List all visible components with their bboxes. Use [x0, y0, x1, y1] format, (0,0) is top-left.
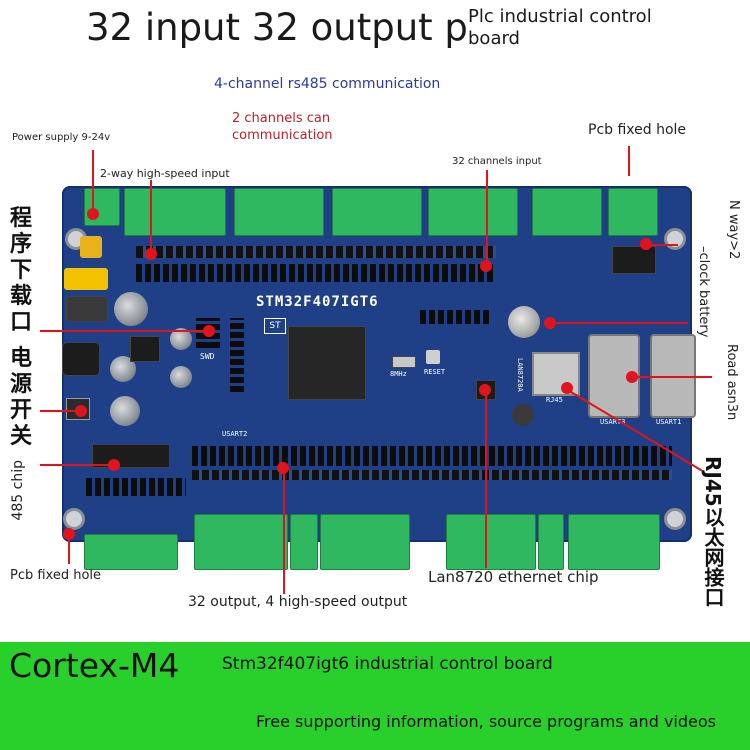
- mount-hole-top-right: [664, 228, 686, 250]
- input-terminal-1: [124, 188, 226, 236]
- power-marker-line: [92, 150, 94, 208]
- output-terminal-4: [446, 514, 536, 570]
- pcb-fixed-hole-bottom-label: Pcb fixed hole: [10, 568, 102, 583]
- db9-marker-dot: [626, 371, 638, 383]
- stm32-mcu: [288, 326, 366, 400]
- battery-marker-dot: [544, 317, 556, 329]
- rj45-silkscreen: RJ45: [546, 396, 563, 404]
- footer-product-name: Stm32f407igt6 industrial control board: [222, 654, 553, 674]
- capacitor-2: [170, 328, 192, 350]
- output-terminal-2: [290, 514, 318, 570]
- output-marker-dot: [277, 462, 289, 474]
- usart2-silkscreen: USART2: [222, 430, 248, 438]
- hole-bottom-marker-dot: [63, 528, 75, 540]
- db9-marker-line: [636, 376, 712, 378]
- output-terminal-3: [320, 514, 410, 570]
- input-marker-dot: [480, 260, 492, 272]
- channels-input-label: 32 channels input: [452, 156, 542, 167]
- swd-silkscreen: SWD: [200, 352, 215, 361]
- output-marker-line: [283, 470, 285, 594]
- lan-marker-line: [485, 392, 487, 568]
- reset-silkscreen: RESET: [424, 368, 446, 376]
- output-label: 32 output, 4 high-speed output: [188, 594, 408, 610]
- voltage-regulator: [130, 336, 160, 362]
- footer-banner: [0, 642, 750, 750]
- lan-chip-silkscreen: LAN8720A: [516, 358, 524, 392]
- hole-top-marker-line: [628, 146, 630, 176]
- output-terminal-5: [538, 514, 564, 570]
- output-led-row: [192, 470, 672, 480]
- rs485-transceiver: [612, 246, 656, 274]
- rs485-terminal-bottom: [84, 534, 178, 570]
- power-switch-label: 电源开关: [10, 346, 33, 449]
- clock-battery: [508, 306, 540, 338]
- rs485-terminal: [608, 188, 658, 236]
- hs-input-marker-line: [150, 180, 152, 250]
- pcb-fixed-hole-top-label: Pcb fixed hole: [588, 122, 687, 138]
- input-led-row: [136, 246, 496, 258]
- program-download-label: 程序下载口: [10, 206, 33, 335]
- crystal-silkscreen: 8MHz: [390, 370, 407, 378]
- mount-hole-bottom-right: [664, 508, 686, 530]
- fuse: [80, 236, 102, 258]
- power-connector: [66, 296, 108, 322]
- output-terminal-1: [194, 514, 288, 570]
- chip485-marker-line: [40, 464, 112, 466]
- footer-cortex-title: Cortex-M4: [9, 646, 180, 685]
- input-terminal-3: [332, 188, 422, 236]
- n-way-label: N way>2: [726, 200, 741, 260]
- capacitor-3: [170, 366, 192, 388]
- page-title: 32 input 32 output p: [86, 6, 468, 49]
- capacitor-5: [110, 396, 140, 426]
- switch-marker-dot: [75, 405, 87, 417]
- output-terminal-6: [568, 514, 660, 570]
- swd-marker-line: [40, 330, 206, 332]
- chip485-marker-dot: [108, 459, 120, 471]
- rs485-marker-dot: [640, 238, 652, 250]
- crystal: [392, 356, 416, 368]
- expansion-header: [420, 310, 490, 324]
- mcu-silkscreen: STM32F407IGT6: [256, 294, 379, 310]
- capacitor-1: [114, 292, 148, 326]
- page-subtitle: Plc industrial control board: [468, 6, 652, 49]
- input-terminal-4: [428, 188, 518, 236]
- rj45-marker-dot: [561, 382, 573, 394]
- high-speed-input-label: 2-way high-speed input: [100, 167, 230, 180]
- can-terminal: [532, 188, 602, 236]
- usart1-silkscreen: USART1: [656, 418, 682, 426]
- can-label: 2 channels can communication: [232, 111, 333, 143]
- rs485-marker-line: [648, 244, 678, 246]
- swd-marker-dot: [203, 325, 215, 337]
- output-driver-row: [192, 446, 672, 466]
- power-terminal: [84, 188, 120, 226]
- rs485-label: 4-channel rs485 communication: [214, 76, 441, 92]
- power-jack: [64, 268, 108, 290]
- inductor: [62, 342, 100, 376]
- buzzer: [512, 404, 534, 426]
- mount-hole-bottom-left: [63, 508, 85, 530]
- chip-485-label: 485 chip: [10, 460, 26, 521]
- power-marker-dot: [87, 208, 99, 220]
- battery-marker-line: [548, 322, 688, 324]
- boot-header: [230, 318, 244, 392]
- rs485-protection-row: [86, 478, 186, 496]
- road-asn3n-label: Road asn3n: [724, 344, 739, 421]
- hs-input-marker-dot: [145, 248, 157, 260]
- input-optocoupler-row: [136, 264, 496, 282]
- switch-marker-line: [40, 410, 80, 412]
- power-supply-label: Power supply 9-24v: [12, 132, 111, 143]
- lan-marker-dot: [479, 384, 491, 396]
- rj45-label: RJ45以太网接口: [701, 456, 725, 607]
- reset-button[interactable]: [426, 350, 440, 364]
- hole-bottom-marker-line: [68, 536, 70, 564]
- input-marker-line: [486, 170, 488, 262]
- input-terminal-2: [234, 188, 324, 236]
- footer-note: Free supporting information, source prog…: [256, 712, 716, 731]
- usart3-silkscreen: USART3: [600, 418, 626, 426]
- clock-battery-label: –clock battery: [696, 246, 711, 338]
- lan8720-label: Lan8720 ethernet chip: [428, 568, 599, 586]
- st-logo: ST: [264, 318, 286, 334]
